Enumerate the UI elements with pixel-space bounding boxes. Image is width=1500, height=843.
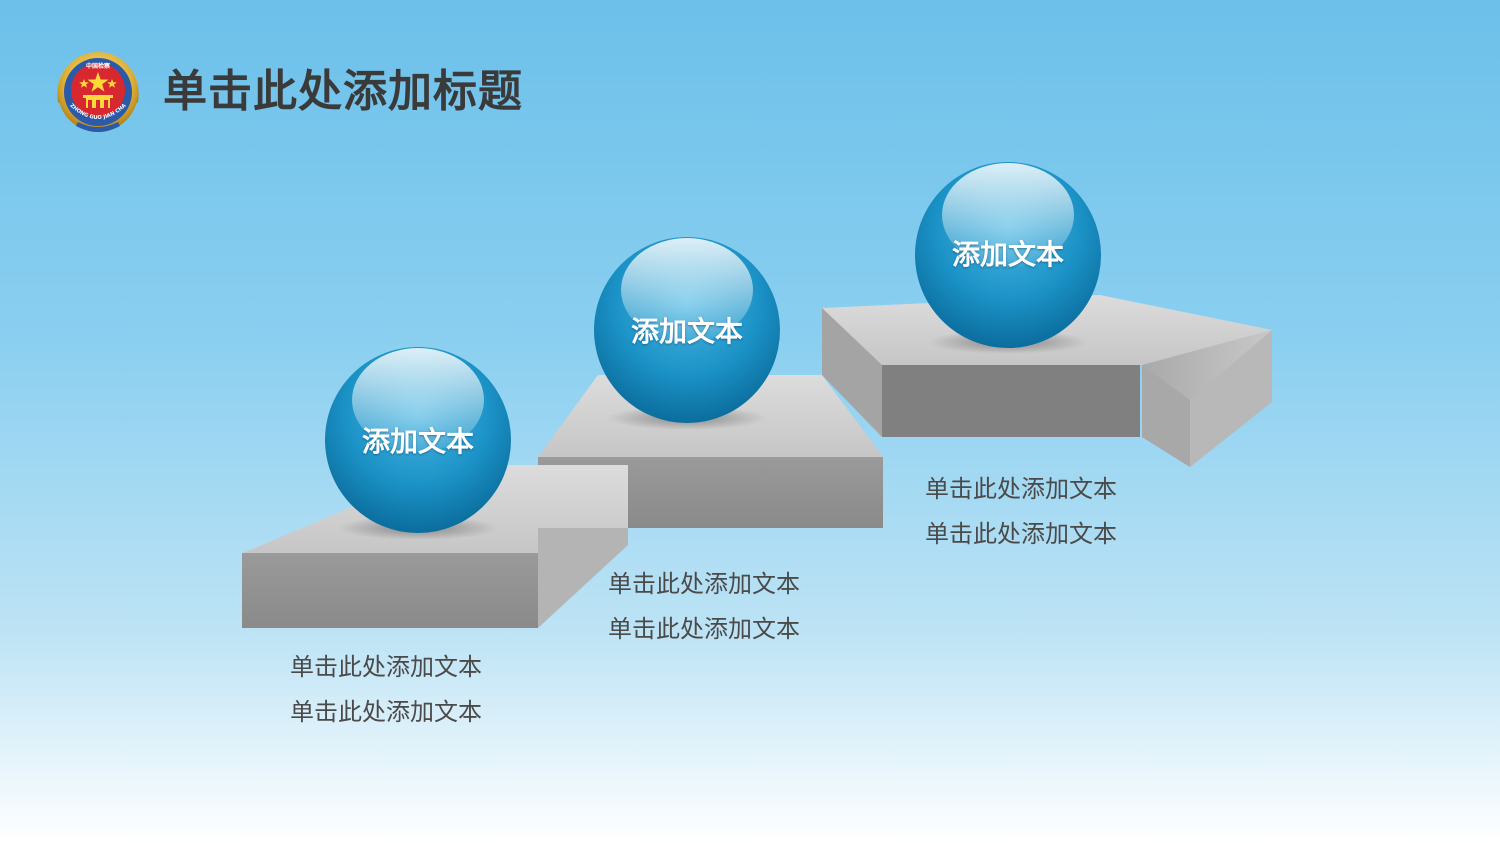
step-3-ball-label[interactable]: 添加文本 [951,238,1064,271]
step-2-ball-label[interactable]: 添加文本 [630,315,743,348]
step-1-ball-label[interactable]: 添加文本 [361,425,474,458]
step-2-ball[interactable] [594,237,780,430]
step-3-block [822,295,1272,467]
emblem-text-top: 中国检察 [86,62,111,70]
step-3-caption-line-1: 单击此处添加文本 [925,475,1117,503]
step-3-ball[interactable] [915,162,1101,354]
step-3-caption-line-2: 单击此处添加文本 [925,520,1117,548]
step-1-ball[interactable] [325,347,511,540]
step-2-caption-line-2: 单击此处添加文本 [608,615,800,643]
procuratorate-emblem-icon: 中国检察 ZHONG GUO JIAN CHA [57,52,139,132]
svg-text:中国检察: 中国检察 [86,62,111,70]
step-2-caption-line-1: 单击此处添加文本 [608,570,800,598]
step-3-caption[interactable]: 单击此处添加文本 单击此处添加文本 [925,467,1117,557]
step-1-caption[interactable]: 单击此处添加文本 单击此处添加文本 [290,645,482,735]
step-1-caption-line-1: 单击此处添加文本 [290,653,482,681]
slide-title[interactable]: 单击此处添加标题 [163,66,523,117]
step-2-caption[interactable]: 单击此处添加文本 单击此处添加文本 [608,562,800,652]
step-1-caption-line-2: 单击此处添加文本 [290,698,482,726]
